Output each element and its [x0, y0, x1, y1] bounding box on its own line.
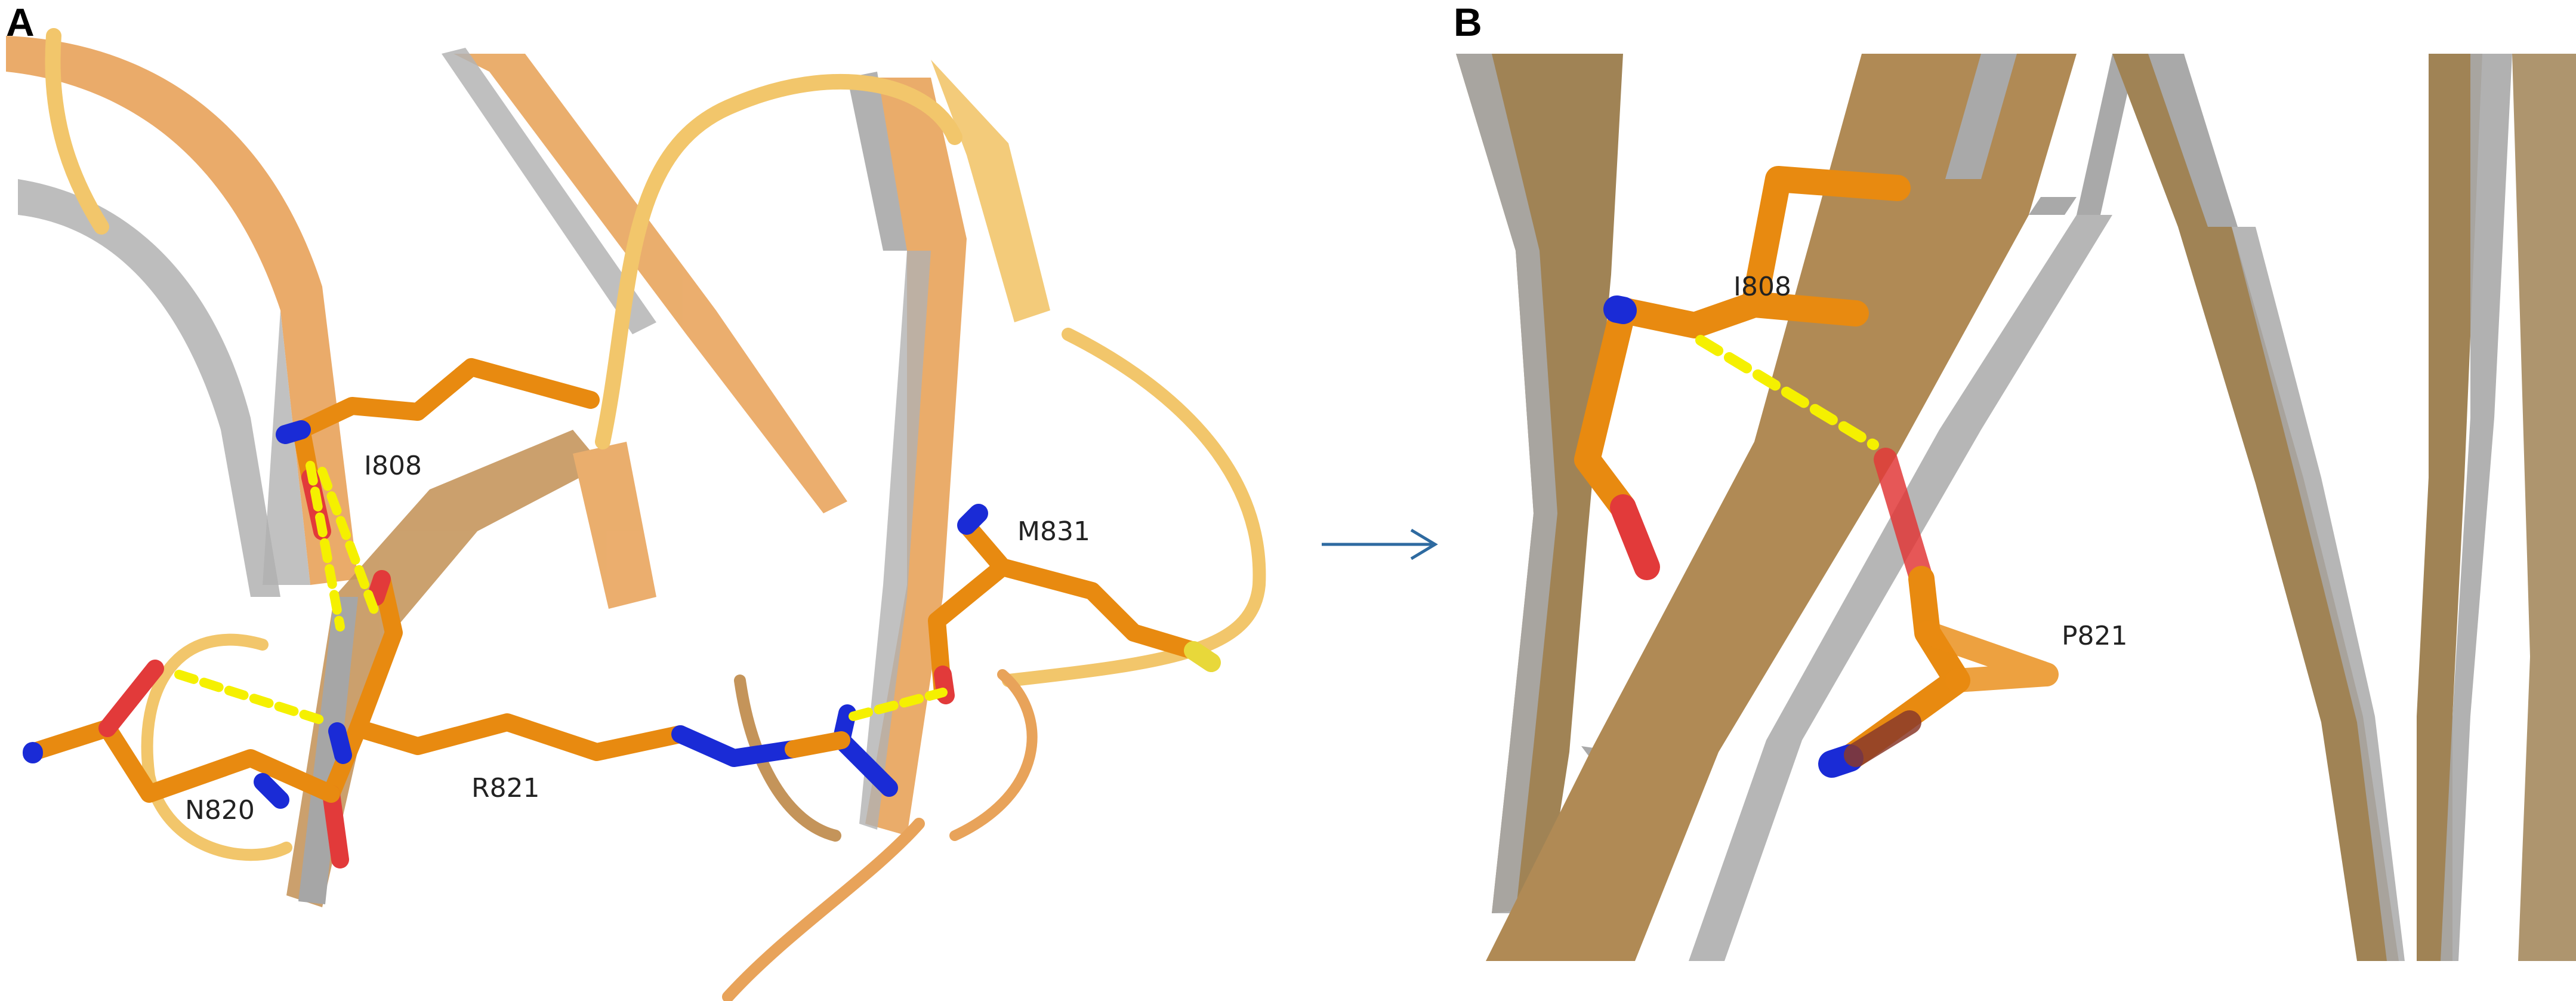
panel-b: B	[1444, 0, 2576, 1001]
residue-sticks-b	[1574, 166, 2059, 778]
beta-strand-center	[1486, 54, 2136, 961]
beta-strand-right	[2112, 54, 2576, 961]
beta-sheet-center	[286, 48, 847, 907]
label-r821: R821	[471, 773, 540, 803]
panel-a: A	[6, 0, 1266, 1001]
panel-b-letter: B	[1454, 0, 1482, 44]
hydrogen-bond-b	[1695, 335, 1879, 450]
panel-a-letter: A	[6, 0, 35, 44]
label-i808: I808	[364, 451, 422, 481]
panel-a-structure: I808 M831 N820 R821	[6, 28, 1266, 1001]
loop-tubes	[45, 28, 1266, 1001]
label-m831: M831	[1017, 516, 1090, 547]
label-p821: P821	[2062, 621, 2128, 651]
residue-sticks	[23, 358, 1221, 868]
panel-b-structure: I808 P821	[1456, 54, 2576, 961]
hydrogen-bonds	[174, 461, 948, 727]
label-i808-b: I808	[1733, 272, 1791, 302]
beta-sheet-right	[847, 60, 1050, 836]
label-n820: N820	[185, 795, 255, 826]
